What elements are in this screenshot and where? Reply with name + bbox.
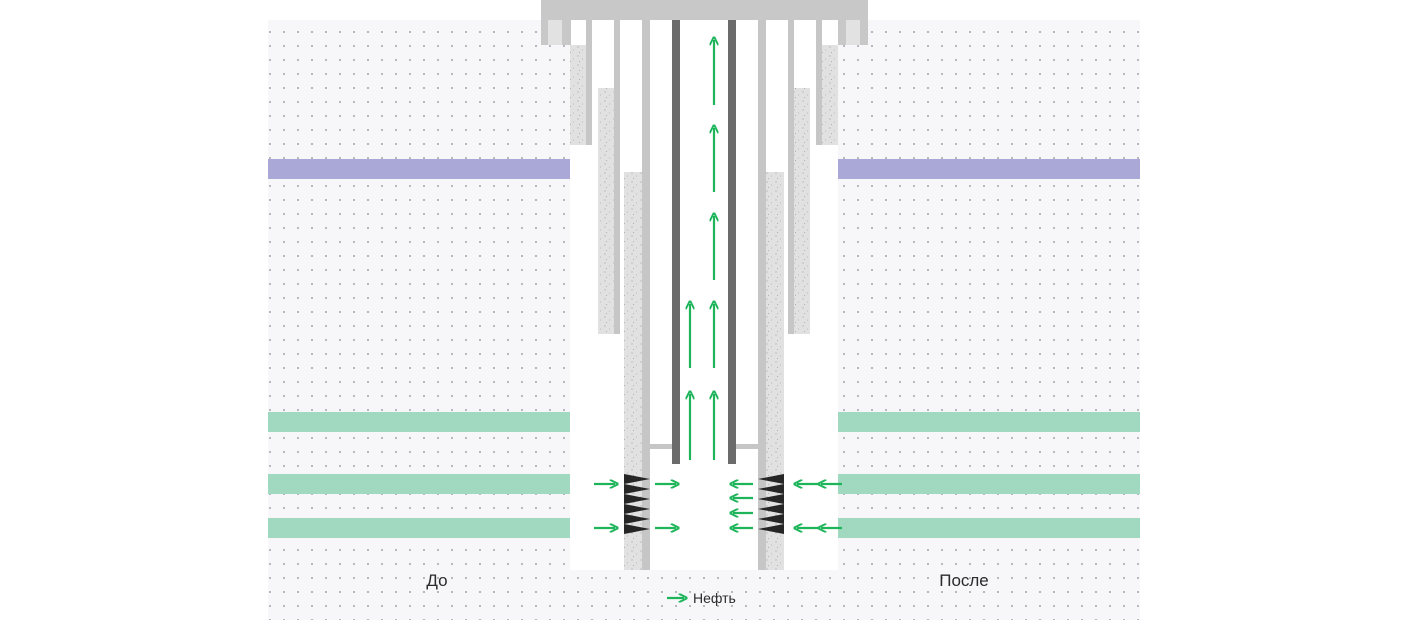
production-casing-left: [642, 20, 650, 570]
cement-texture: [570, 45, 586, 145]
oil-flow-arrows: [594, 40, 842, 528]
tubing-left: [672, 20, 680, 464]
legend: Нефть: [667, 590, 736, 606]
production-casing-right: [758, 20, 766, 570]
wellhead-step-right: [846, 20, 860, 45]
cement-texture: [822, 45, 838, 145]
wellhead-plate: [541, 0, 868, 20]
packer-right: [732, 444, 758, 449]
surface-casing-left: [586, 20, 592, 145]
cement-texture: [794, 88, 810, 334]
wellhead-step-left: [548, 20, 562, 45]
well: [541, 0, 868, 570]
perforations-left: [624, 474, 650, 534]
clay-layer-left: [268, 159, 598, 179]
oil-layer-3-left: [268, 518, 623, 538]
clay-layer-right: [810, 159, 1140, 179]
oil-layer-1-right: [785, 412, 1140, 432]
intermediate-casing-right: [788, 20, 794, 334]
legend-label: Нефть: [693, 590, 736, 606]
packer-left: [650, 444, 676, 449]
oil-layer-2-left: [268, 474, 623, 494]
label-after: После: [939, 571, 989, 590]
oil-layer-2-right: [785, 474, 1140, 494]
strata: [268, 159, 1140, 538]
perforations-right: [758, 474, 784, 534]
cement-texture: [624, 172, 642, 570]
tubing-right: [728, 20, 736, 464]
label-before: До: [426, 571, 447, 590]
oil-layer-1-left: [268, 412, 623, 432]
cement-texture: [766, 172, 784, 570]
oil-layer-3-right: [785, 518, 1140, 538]
surface-casing-right: [816, 20, 822, 145]
cement-texture: [598, 88, 614, 334]
intermediate-casing-left: [614, 20, 620, 334]
